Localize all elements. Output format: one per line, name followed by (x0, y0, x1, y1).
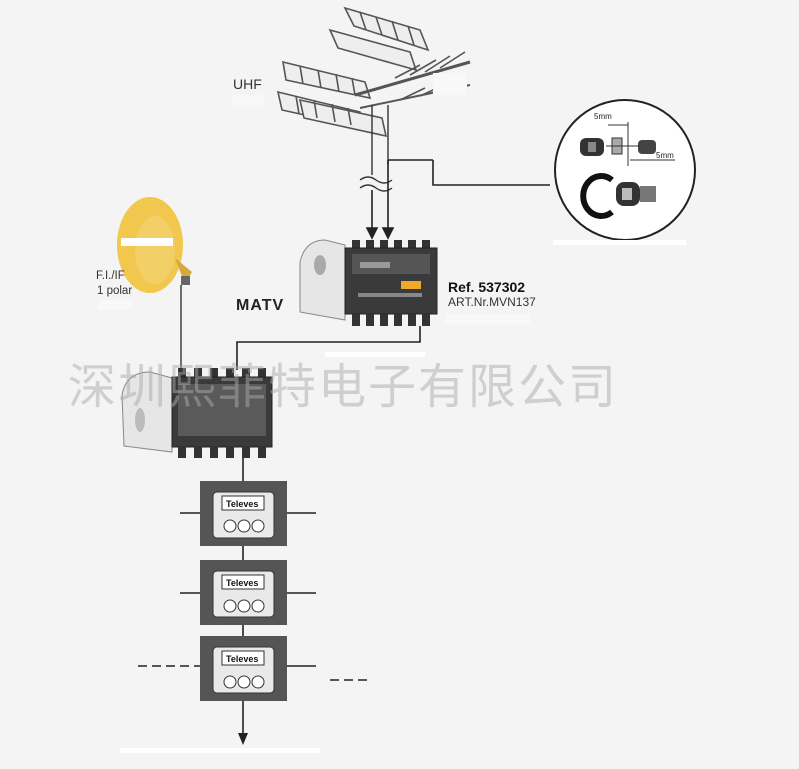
dimension-label-top: 5mm (594, 112, 612, 121)
reference-number: Ref. 537302 (448, 279, 526, 295)
tap-box-2 (180, 560, 316, 625)
matv-amplifier (299, 239, 438, 326)
article-number: ART.Nr.MVN137 (448, 295, 536, 309)
matv-label: MATV (236, 297, 285, 314)
detail-callout-line (432, 160, 550, 186)
antenna-feed-arrows (365, 159, 433, 240)
tap-brand-3: Televes (226, 654, 259, 664)
satellite-dish (117, 197, 192, 368)
watermark-text: 深圳熙菲特电子有限公司 (68, 359, 619, 415)
matv-output-cable (236, 326, 421, 370)
tap-brand-2: Televes (226, 578, 259, 588)
polar-label: 1 polar (97, 285, 133, 297)
tap-box-1 (180, 481, 316, 546)
headend-amplifier (121, 368, 273, 458)
uhf-label: UHF (233, 76, 262, 92)
riser-down-arrow (238, 733, 248, 745)
dimension-label-bottom: 5mm (656, 151, 674, 160)
connector-detail-circle (554, 99, 696, 241)
tap-brand-1: Televes (226, 499, 259, 509)
tap-box-3 (138, 636, 372, 701)
fi-if-label: F.I./IF (96, 270, 125, 282)
uhf-antenna (276, 6, 471, 175)
